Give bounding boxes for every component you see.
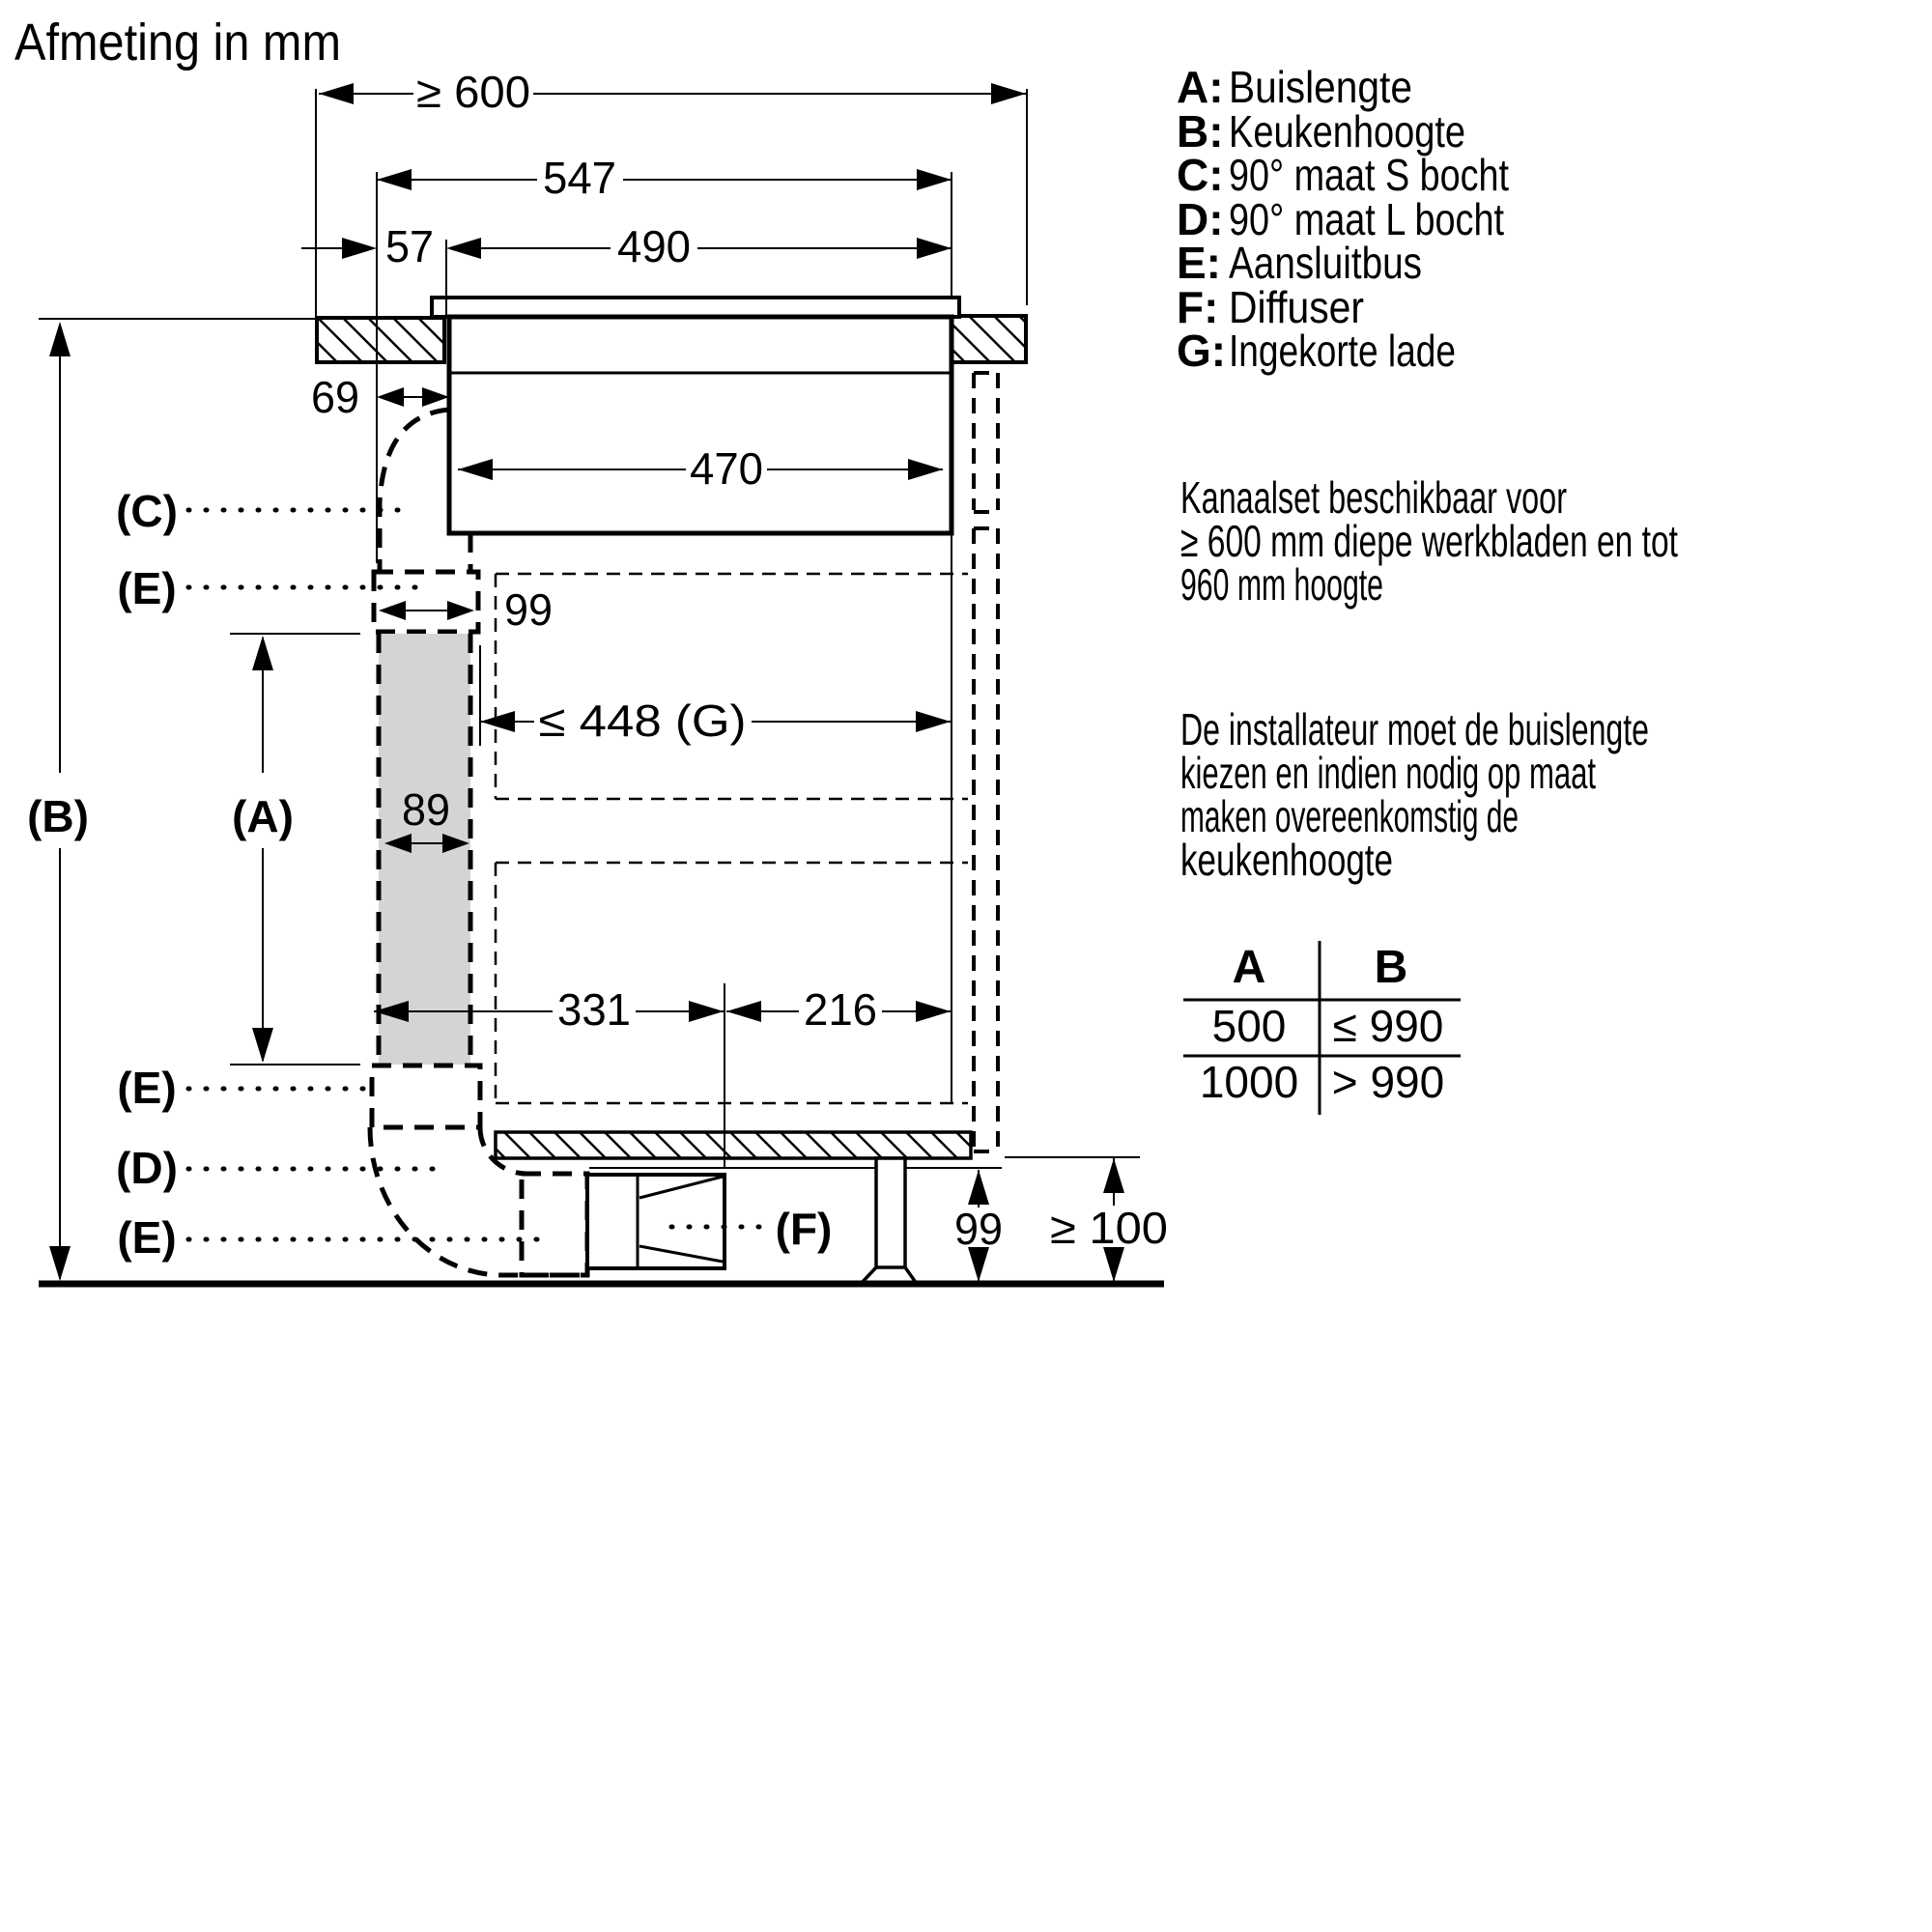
dimension-547: 547 (377, 153, 952, 203)
legend-label-d: 90° maat L bocht (1229, 194, 1504, 244)
legend-label-e: Aansluitbus (1229, 238, 1422, 288)
dimension-470: 470 (458, 443, 943, 494)
connector-box-upper (371, 569, 481, 635)
duct-tube-fill (379, 634, 470, 1065)
dim-89-value: 89 (402, 784, 450, 835)
callout-b-label: (B) (27, 791, 89, 841)
cabinet-foot (856, 1156, 921, 1286)
callout-d-label: (D) (116, 1143, 178, 1193)
dimension-57-490: 57 490 (301, 221, 952, 271)
dim-99-plinth-value: 99 (954, 1204, 1003, 1254)
hob-unit (430, 296, 961, 536)
connector-box-lower (369, 1063, 483, 1130)
dimension-B-height: (B) (27, 322, 89, 1281)
cabinet-bottom-shelf (494, 1130, 973, 1160)
hob-top-plate (430, 296, 961, 319)
legend-key-g: G: (1177, 326, 1226, 376)
legend-label-b: Keukenhoogte (1229, 106, 1465, 156)
dim-57-value: 57 (385, 221, 434, 271)
dimension-331: 331 (374, 984, 724, 1035)
hob-body (446, 314, 954, 536)
legend-key-d: D: (1177, 194, 1224, 244)
callout-a-label: (A) (232, 791, 294, 841)
extension-lines (230, 89, 1140, 1167)
dim-100-value: ≥ 100 (1050, 1203, 1168, 1253)
legend-key-a: A: (1177, 62, 1224, 112)
dimension-100: ≥ 100 (1050, 1158, 1168, 1282)
dim-331-value: 331 (557, 984, 631, 1035)
callout-e3-label: (E) (117, 1212, 176, 1263)
dimension-448: ≤ 448 (G) (480, 696, 951, 746)
worktop-right-section (950, 314, 1028, 364)
legend-key-f: F: (1177, 282, 1218, 332)
note2-line4: keukenhoogte (1180, 835, 1393, 885)
dim-490-value: 490 (617, 221, 691, 271)
callout-f-label: (F) (776, 1204, 833, 1254)
dimension-depth: ≥ 600 (319, 67, 1026, 117)
callout-e1-label: (E) (117, 563, 176, 613)
note-installer: De installateur moet de buislengte kieze… (1180, 704, 1649, 885)
l-bend-inner-curve (477, 1126, 527, 1177)
l-bend-outer-curve (367, 1126, 587, 1278)
drawer-zone-lower (494, 861, 968, 1105)
dim-470-value: 470 (690, 443, 763, 494)
dimension-99-connector: 99 (379, 584, 553, 635)
tube-length-table: A B 500 ≤ 990 1000 > 990 (1183, 941, 1461, 1115)
legend-key-e: E: (1177, 238, 1221, 288)
dimension-216: 216 (726, 984, 951, 1035)
worktop-left-section (315, 316, 446, 364)
note1-line2: ≥ 600 mm diepe werkbladen en tot (1180, 516, 1678, 566)
diffuser-cone-top (639, 1175, 724, 1200)
table-header-a: A (1233, 942, 1266, 993)
note1-line1: Kanaalset beschikbaar voor (1180, 472, 1567, 523)
diffuser-housing (585, 1173, 726, 1270)
dim-depth-value: ≥ 600 (416, 67, 530, 117)
legend-key-c: C: (1177, 150, 1224, 200)
drawer-zone-upper (494, 572, 968, 801)
table-cell-a1: 500 (1212, 1001, 1287, 1051)
dim-216-value: 216 (804, 984, 877, 1035)
callout-e2-label: (E) (117, 1063, 176, 1113)
dim-99-connector-value: 99 (504, 584, 553, 635)
dim-69-value: 69 (311, 372, 359, 422)
note2-line2: kiezen en indien nodig op maat (1180, 748, 1596, 798)
dimension-69: 69 (311, 372, 449, 422)
dimension-A-tube: (A) (232, 636, 294, 1063)
diffuser-cone-bottom (639, 1244, 724, 1264)
legend-key-b: B: (1177, 106, 1224, 156)
rear-duct-channel (972, 371, 1000, 1153)
callouts: (C) (E) (E) (D) (E) (F) (116, 486, 832, 1263)
table-cell-a2: 1000 (1200, 1057, 1298, 1107)
note2-line1: De installateur moet de buislengte (1180, 704, 1649, 754)
legend: A: Buislengte B: Keukenhoogte C: 90° maa… (1177, 62, 1509, 376)
legend-label-c: 90° maat S bocht (1229, 150, 1509, 200)
dimension-89: 89 (384, 784, 469, 853)
note2-line3: maken overeenkomstig de (1180, 791, 1519, 841)
connector-box-diffuser (519, 1171, 590, 1278)
legend-label-a: Buislengte (1229, 62, 1412, 112)
foot-leg (874, 1156, 907, 1270)
note-duct-set: Kanaalset beschikbaar voor ≥ 600 mm diep… (1180, 472, 1678, 610)
note1-line3: 960 mm hoogte (1180, 559, 1383, 610)
worktop (39, 314, 1028, 364)
table-header-b: B (1375, 942, 1408, 993)
dimension-99-plinth: 99 (954, 1170, 1003, 1282)
table-cell-b1: ≤ 990 (1333, 1001, 1444, 1051)
cabinet (39, 362, 1164, 1288)
diffuser (585, 1173, 726, 1270)
drawing-title: Afmeting in mm (14, 14, 341, 71)
table-cell-b2: > 990 (1332, 1057, 1444, 1107)
legend-label-g: Ingekorte lade (1229, 326, 1456, 376)
dim-448-value: ≤ 448 (G) (539, 696, 747, 746)
callout-c-label: (C) (116, 486, 178, 536)
dim-547-value: 547 (543, 153, 616, 203)
duct-run (367, 407, 726, 1278)
s-bend-outer-curve (377, 407, 450, 572)
legend-label-f: Diffuser (1229, 282, 1364, 332)
